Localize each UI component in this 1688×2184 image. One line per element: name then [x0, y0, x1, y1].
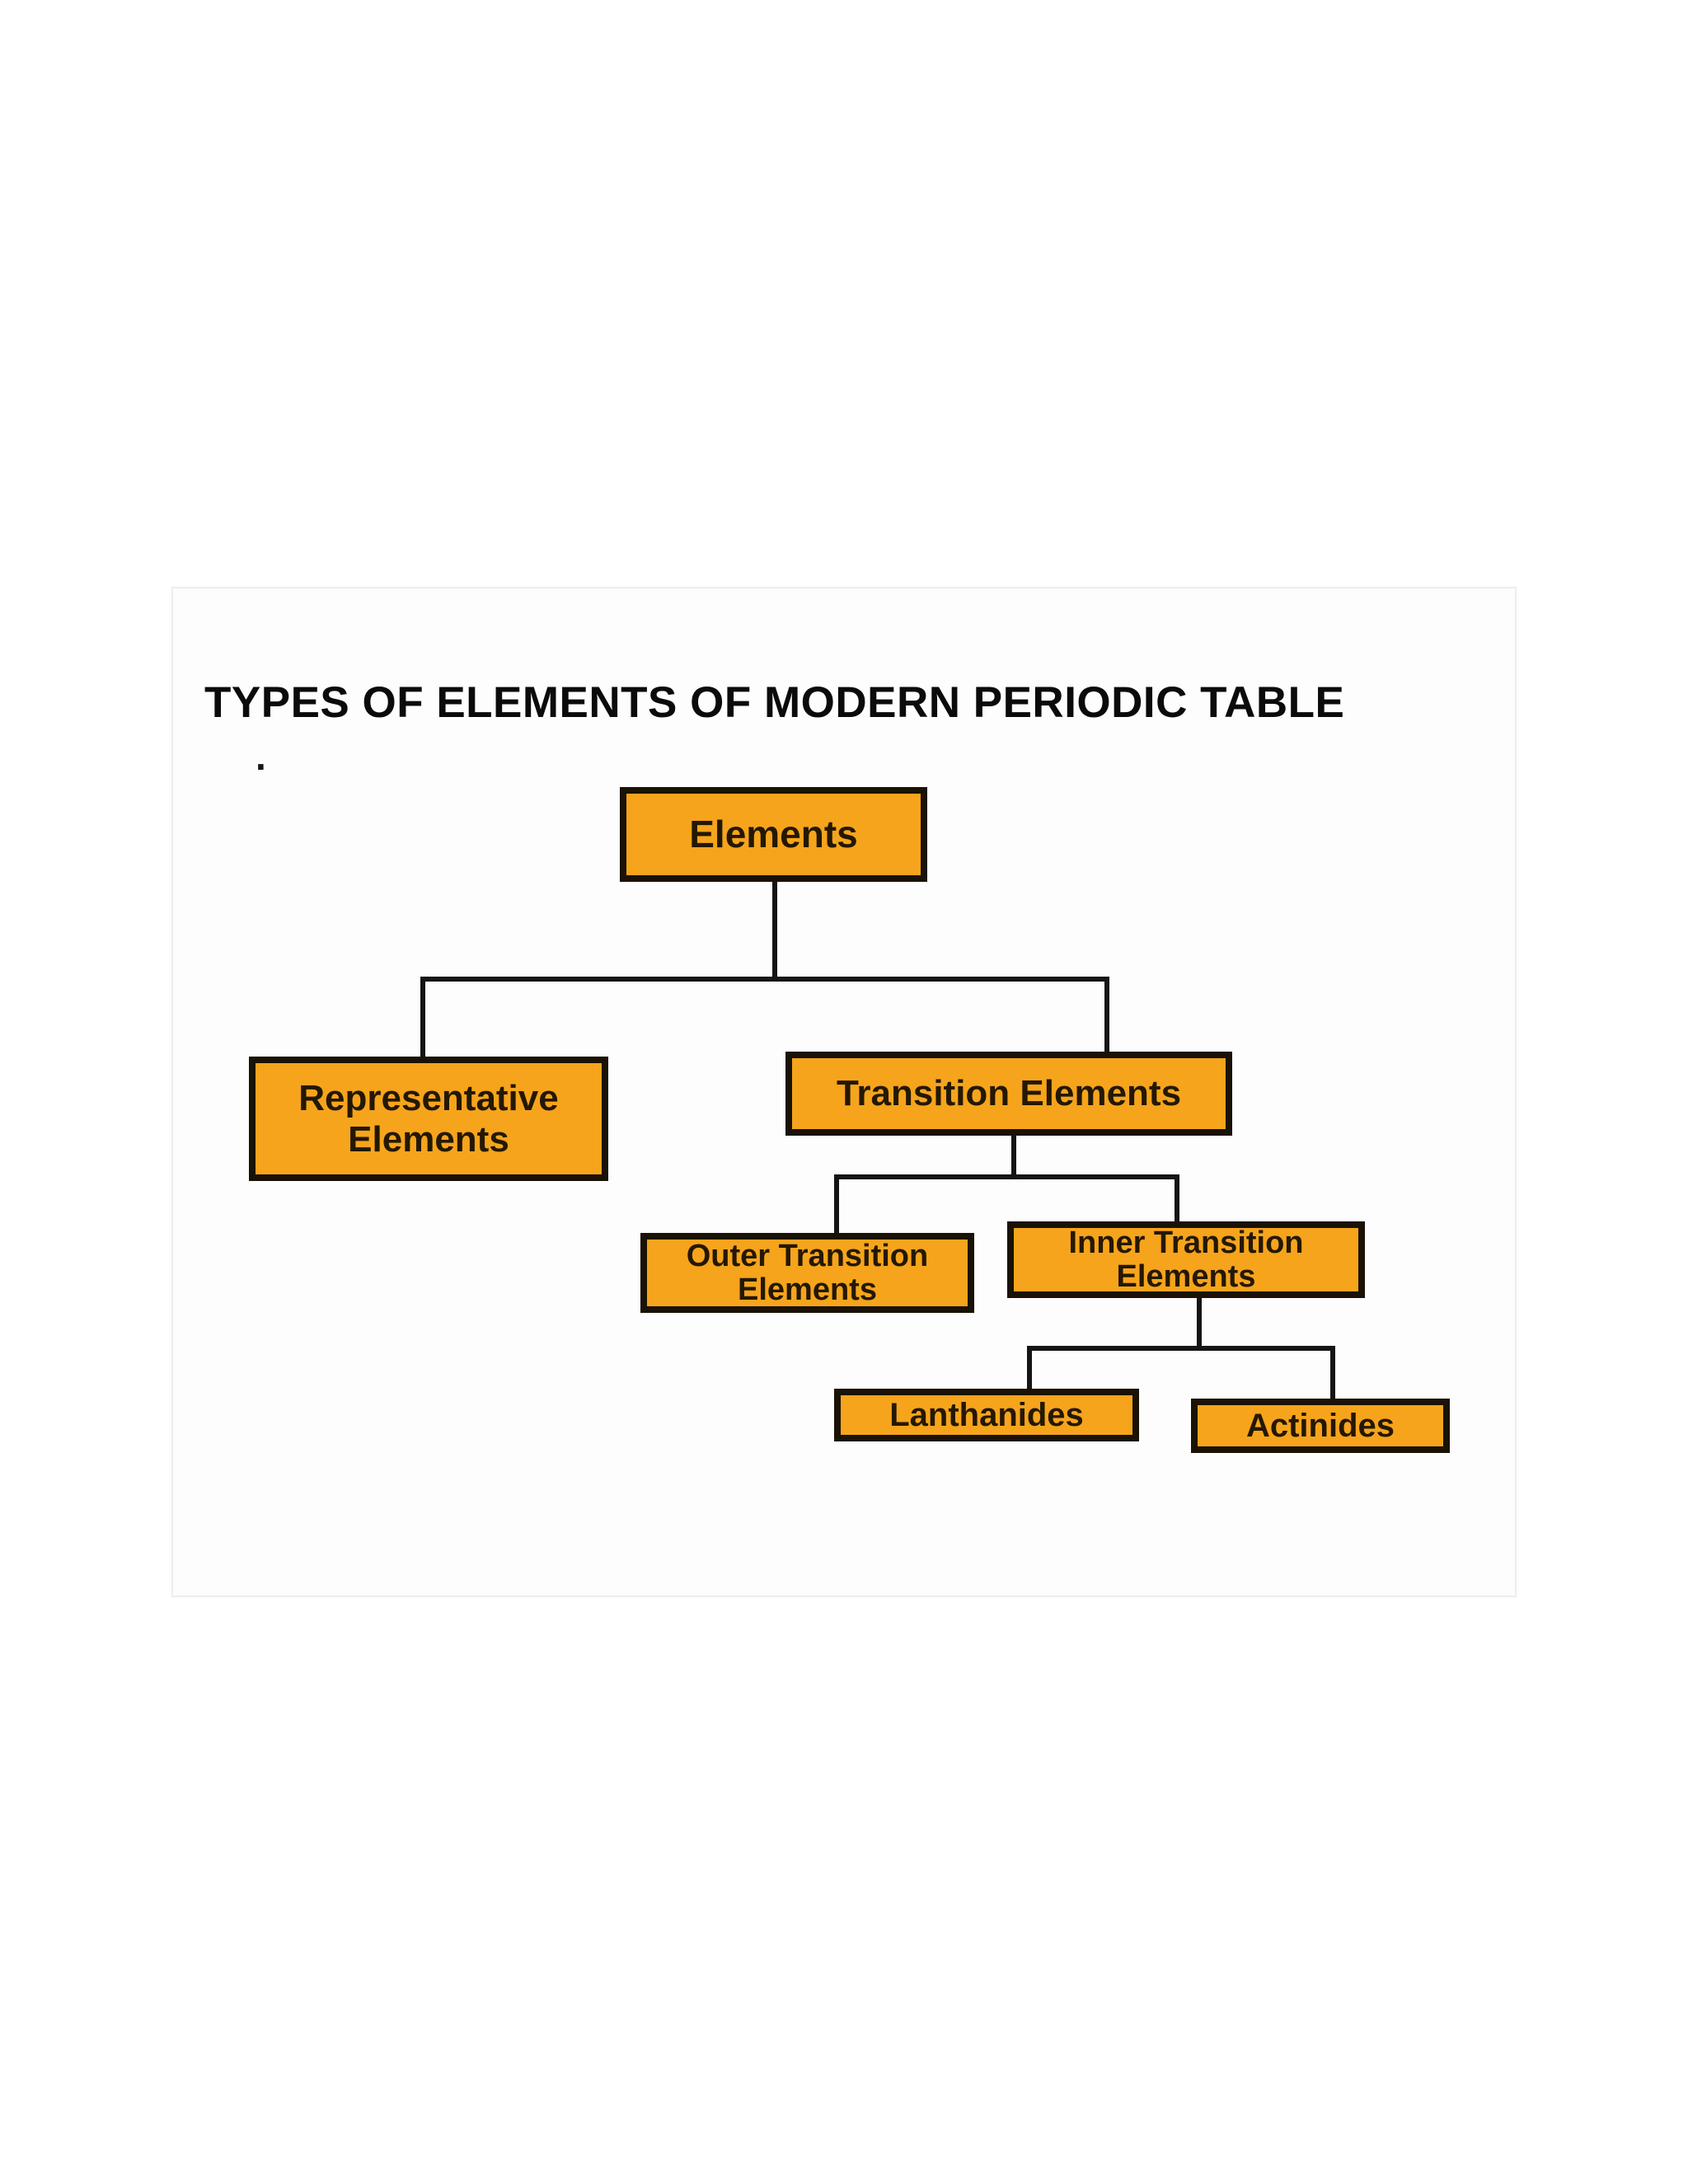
- connector-level2-horizontal: [834, 1174, 1179, 1179]
- node-outer-label-line1: Outer Transition: [686, 1239, 929, 1274]
- connector-to-inner-transition: [1175, 1174, 1179, 1224]
- stray-period-mark: .: [256, 735, 266, 778]
- node-representative-label-line1: Representative: [298, 1078, 559, 1119]
- node-elements-label: Elements: [689, 812, 858, 855]
- connector-inner-transition-down: [1197, 1298, 1202, 1348]
- node-elements: Elements: [620, 787, 927, 882]
- connector-transition-down: [1011, 1136, 1016, 1177]
- node-inner-transition-elements: Inner Transition Elements: [1007, 1221, 1365, 1298]
- connector-to-representative: [420, 977, 425, 1059]
- connector-level3-horizontal: [1027, 1346, 1335, 1351]
- connector-to-lanthanides: [1027, 1346, 1032, 1391]
- connector-to-actinides: [1330, 1346, 1335, 1401]
- node-inner-label-line1: Inner Transition: [1068, 1226, 1304, 1261]
- node-outer-label-line2: Elements: [738, 1272, 877, 1307]
- node-outer-transition-elements: Outer Transition Elements: [640, 1233, 974, 1313]
- connector-to-outer-transition: [834, 1174, 839, 1236]
- node-representative-label-line2: Elements: [348, 1118, 509, 1160]
- connector-to-transition: [1104, 977, 1109, 1055]
- node-transition-label: Transition Elements: [836, 1073, 1182, 1114]
- node-actinides: Actinides: [1191, 1399, 1450, 1453]
- node-lanthanides: Lanthanides: [834, 1389, 1139, 1441]
- connector-elements-down: [772, 882, 777, 982]
- diagram-title: TYPES OF ELEMENTS OF MODERN PERIODIC TAB…: [204, 678, 1345, 727]
- node-inner-label-line2: Elements: [1116, 1258, 1256, 1294]
- node-transition-elements: Transition Elements: [785, 1052, 1232, 1136]
- node-actinides-label: Actinides: [1245, 1407, 1395, 1444]
- node-lanthanides-label: Lanthanides: [889, 1396, 1084, 1433]
- node-representative-elements: Representative Elements: [249, 1057, 608, 1181]
- connector-level1-horizontal: [420, 977, 1109, 982]
